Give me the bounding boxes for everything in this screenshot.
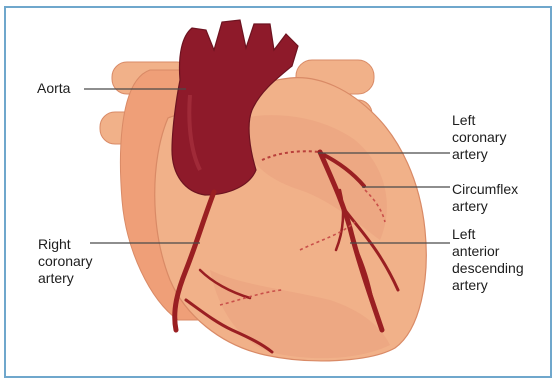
label-left-anterior-descending-artery: Left anterior descending artery — [452, 226, 524, 294]
label-right-coronary-artery: Right coronary artery — [38, 236, 92, 287]
label-aorta: Aorta — [37, 80, 70, 97]
label-left-coronary-artery: Left coronary artery — [452, 112, 506, 163]
label-circumflex-artery: Circumflex artery — [452, 181, 518, 215]
